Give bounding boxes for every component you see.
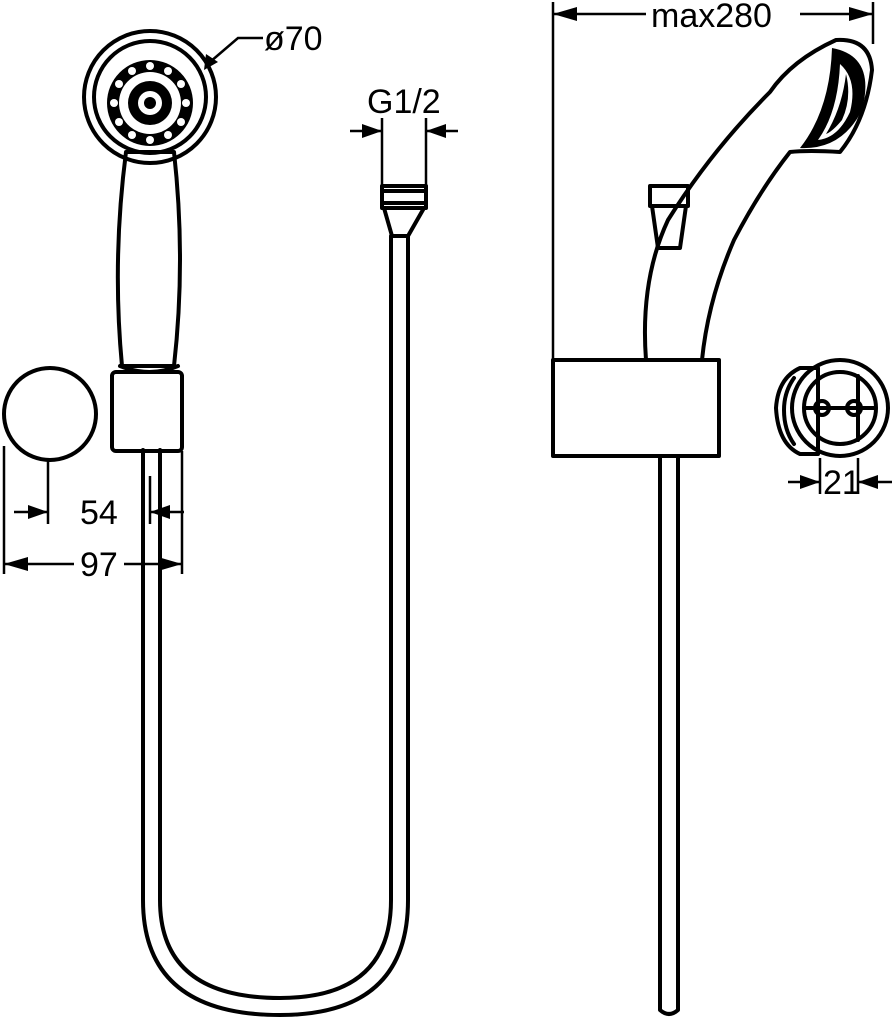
max-length-dimension: max280 (551, 0, 875, 360)
shower-handle (115, 150, 182, 368)
holder-inner-dimension: 54 (14, 458, 184, 532)
holder-total-label: 97 (80, 546, 118, 584)
holder-total-dimension: 97 (2, 446, 184, 584)
hose (141, 234, 410, 1017)
thread-dimension: G1/2 (350, 83, 458, 186)
wall-bracket (774, 358, 890, 458)
side-view (551, 37, 874, 1016)
holder-inner-label: 54 (80, 494, 118, 532)
wall-holder (2, 366, 184, 462)
side-head-face (800, 48, 866, 149)
side-holder (551, 358, 721, 458)
side-connector (648, 184, 690, 250)
diameter-label: ø70 (264, 20, 323, 58)
hose-connector (380, 184, 428, 238)
front-view (2, 29, 428, 1017)
bracket-width-label: 21 (823, 464, 861, 502)
side-handle (642, 37, 874, 362)
bracket-width-dimension: 21 (788, 458, 892, 502)
thread-label: G1/2 (367, 83, 441, 121)
shower-head (82, 29, 218, 165)
max-length-label: max280 (651, 0, 772, 35)
diameter-dimension: ø70 (204, 20, 323, 70)
